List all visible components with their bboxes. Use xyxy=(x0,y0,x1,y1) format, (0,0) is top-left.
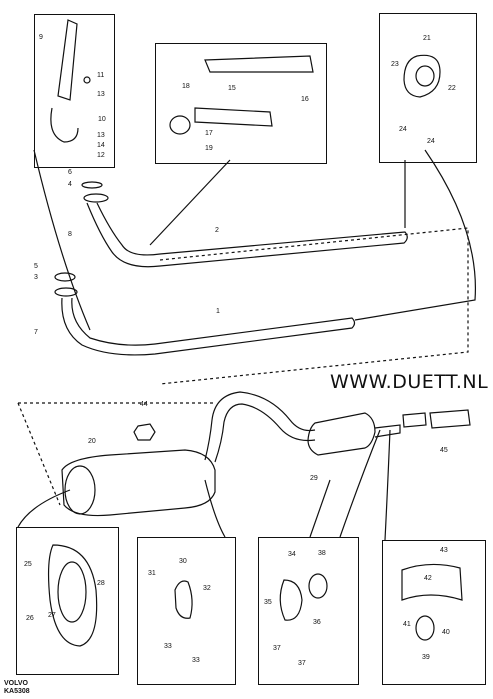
flange-lower xyxy=(54,287,78,297)
callout-22: 22 xyxy=(448,85,456,92)
callout-15: 15 xyxy=(228,85,236,92)
resonator-29 xyxy=(307,412,376,456)
gasket-4 xyxy=(81,181,103,189)
flange-upper xyxy=(83,193,109,203)
callout-32: 32 xyxy=(203,585,211,592)
leader-line xyxy=(339,429,381,538)
callout-28: 28 xyxy=(97,580,105,587)
callout-19: 19 xyxy=(205,145,213,152)
callout-7: 7 xyxy=(34,329,38,336)
callout-20: 20 xyxy=(88,438,96,445)
callout-29: 29 xyxy=(310,475,318,482)
callout-26: 26 xyxy=(26,615,34,622)
callout-34: 34 xyxy=(288,551,296,558)
callout-6: 6 xyxy=(68,169,72,176)
callout-37b: 37 xyxy=(298,660,306,667)
leader-line xyxy=(33,149,91,331)
callout-5: 5 xyxy=(34,263,38,270)
callout-38: 38 xyxy=(318,550,326,557)
callout-24a: 24 xyxy=(399,126,407,133)
callout-33b: 33 xyxy=(192,657,200,664)
callout-14: 14 xyxy=(97,142,105,149)
leader-line xyxy=(384,429,391,541)
footer-code: KA5308 xyxy=(4,688,30,695)
callout-10: 10 xyxy=(98,116,106,123)
leader-line xyxy=(149,159,231,246)
callout-33a: 33 xyxy=(164,643,172,650)
nut-44 xyxy=(133,423,156,441)
callout-24b: 24 xyxy=(427,138,435,145)
callout-25: 25 xyxy=(24,561,32,568)
detail-box-hanger-bracket xyxy=(34,14,115,168)
front-pipe-2 xyxy=(86,202,408,268)
muffler-20 xyxy=(61,449,216,517)
leader-line xyxy=(309,479,331,538)
callout-18: 18 xyxy=(182,83,190,90)
callout-16: 16 xyxy=(301,96,309,103)
callout-40: 40 xyxy=(442,629,450,636)
gasket-3 xyxy=(54,272,76,282)
intermediate-pipe xyxy=(204,391,316,461)
detail-box-support-bracket xyxy=(155,43,327,164)
callout-41: 41 xyxy=(403,621,411,628)
leader-line xyxy=(17,489,71,528)
callout-13a: 13 xyxy=(97,91,105,98)
tailpipe-45 xyxy=(429,409,471,429)
callout-43: 43 xyxy=(440,547,448,554)
detail-box-clamp-bottom-2 xyxy=(137,537,236,685)
callout-21: 21 xyxy=(423,35,431,42)
detail-box-clamp-bottom-3 xyxy=(258,537,359,685)
callout-37a: 37 xyxy=(273,645,281,652)
callout-17: 17 xyxy=(205,130,213,137)
leader-line xyxy=(204,479,226,538)
callout-4: 4 xyxy=(68,181,72,188)
callout-13b: 13 xyxy=(97,132,105,139)
detail-box-bracket-bottom-left xyxy=(16,527,119,675)
callout-8: 8 xyxy=(68,231,72,238)
callout-44: 44 xyxy=(140,401,148,408)
callout-36: 36 xyxy=(313,619,321,626)
callout-31: 31 xyxy=(148,570,156,577)
callout-3: 3 xyxy=(34,274,38,281)
callout-1: 1 xyxy=(216,308,220,315)
callout-2: 2 xyxy=(215,227,219,234)
callout-27: 27 xyxy=(48,612,56,619)
website-watermark: WWW.DUETT.NL xyxy=(330,371,489,393)
leader-line xyxy=(354,149,477,321)
detail-box-clamp-top xyxy=(379,13,477,163)
callout-35: 35 xyxy=(264,599,272,606)
callout-42: 42 xyxy=(424,575,432,582)
callout-45: 45 xyxy=(440,447,448,454)
front-pipe-1 xyxy=(61,297,356,356)
callout-12: 12 xyxy=(97,152,105,159)
dashed-outline-pipes xyxy=(159,227,469,385)
callout-23: 23 xyxy=(391,61,399,68)
callout-30: 30 xyxy=(179,558,187,565)
footer-brand: VOLVO xyxy=(4,680,28,687)
callout-9: 9 xyxy=(39,34,43,41)
callout-39: 39 xyxy=(422,654,430,661)
callout-11: 11 xyxy=(97,72,104,79)
